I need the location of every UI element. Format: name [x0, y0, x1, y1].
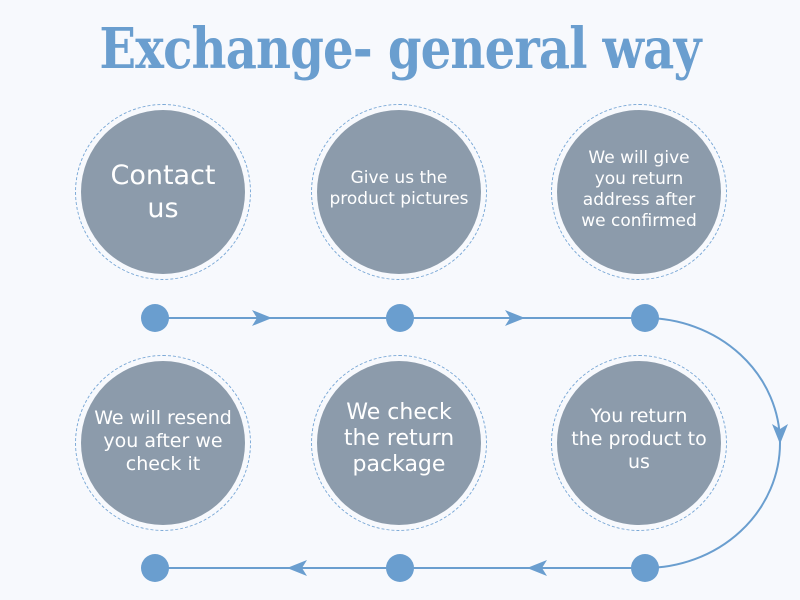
step-5-node-dot — [386, 554, 414, 582]
arrow-left-icon — [287, 560, 307, 576]
step-circle: We will resend you after we check it — [81, 361, 245, 525]
step-6-node-dot — [141, 554, 169, 582]
step-6-label: We will resend you after we check it — [94, 406, 232, 475]
step-4-node-dot — [631, 554, 659, 582]
step-4-return-product: You return the product to us — [551, 355, 727, 531]
step-2-node-dot — [386, 304, 414, 332]
page-title: Exchange- general way — [99, 16, 701, 82]
step-1-label: Contact us — [110, 160, 216, 224]
arrow-right-icon — [252, 310, 272, 326]
step-3-node-dot — [631, 304, 659, 332]
step-5-check-package: We check the return package — [311, 355, 487, 531]
step-2-label: Give us the product pictures — [329, 168, 469, 209]
step-circle: Give us the product pictures — [317, 110, 481, 274]
curved-connector — [644, 317, 781, 569]
step-circle: You return the product to us — [557, 361, 721, 525]
step-2-product-pictures: Give us the product pictures — [311, 104, 487, 280]
arrow-down-icon — [772, 424, 788, 444]
step-circle: Contact us — [81, 110, 245, 274]
step-circle: We will give you return address after we… — [557, 110, 721, 274]
step-1-contact-us: Contact us — [75, 104, 251, 280]
step-5-label: We check the return package — [343, 400, 455, 477]
step-4-label: You return the product to us — [571, 404, 707, 473]
step-1-node-dot — [141, 304, 169, 332]
step-3-return-address: We will give you return address after we… — [551, 104, 727, 280]
arrow-left-icon — [527, 560, 547, 576]
step-circle: We check the return package — [317, 361, 481, 525]
arrow-right-icon — [505, 310, 525, 326]
step-3-label: We will give you return address after we… — [581, 148, 697, 231]
step-6-resend: We will resend you after we check it — [75, 355, 251, 531]
